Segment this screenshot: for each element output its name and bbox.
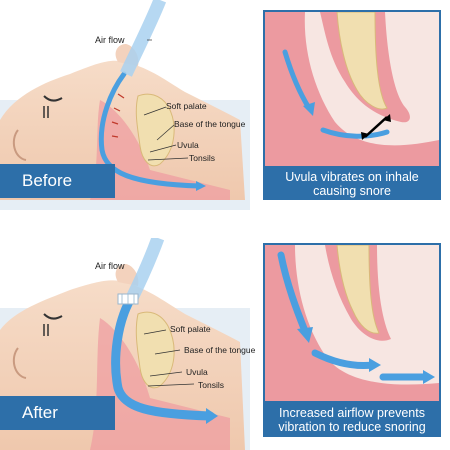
before-tonsils-label: Tonsils (189, 153, 215, 163)
before-uvula-label: Uvula (177, 140, 199, 150)
after-tongue-label: Base of the tongue (184, 345, 256, 355)
after-tonsils-label: Tonsils (198, 380, 224, 390)
before-badge: Before (0, 164, 115, 198)
before-caption: Uvula vibrates on inhale causing snore (263, 168, 441, 200)
after-uvula-label: Uvula (186, 367, 208, 377)
before-air-flow-label: Air flow (95, 35, 125, 45)
before-closeup-illustration (265, 12, 439, 166)
after-badge: After (0, 396, 115, 430)
after-caption: Increased airflow prevents vibration to … (263, 403, 441, 437)
after-closeup-panel (263, 243, 441, 403)
before-closeup-panel (263, 10, 441, 168)
after-air-flow-label: Air flow (95, 261, 125, 271)
after-closeup-illustration (265, 245, 439, 401)
after-soft-palate-label: Soft palate (170, 324, 211, 334)
before-tongue-label: Base of the tongue (174, 119, 246, 129)
before-soft-palate-label: Soft palate (166, 101, 207, 111)
